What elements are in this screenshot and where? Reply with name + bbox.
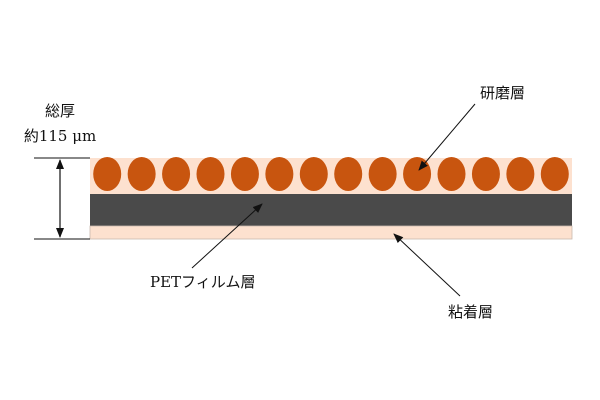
abrasive-grain [162, 157, 191, 191]
pet-film-layer [90, 194, 572, 226]
abrasive-layer-leader-arrow [418, 103, 476, 171]
abrasive-grain [403, 157, 432, 191]
abrasive-grain [127, 157, 156, 191]
abrasive-grain [471, 157, 500, 191]
adhesive-layer-leader-arrow [393, 233, 461, 297]
thickness-label-line2: 約115 μm [24, 127, 96, 145]
pet-film-layer-label: PETフィルム層 [150, 273, 255, 291]
abrasive-grain [230, 157, 259, 191]
abrasive-grain [93, 157, 122, 191]
abrasive-grain [437, 157, 466, 191]
abrasive-grain [334, 157, 363, 191]
abrasive-grain [265, 157, 294, 191]
adhesive-layer [89, 225, 573, 240]
abrasive-grain [299, 157, 328, 191]
abrasive-layer-label: 研磨層 [480, 84, 525, 102]
abrasive-grain [540, 157, 569, 191]
pet-film-layer-leader-arrow [191, 203, 263, 269]
thickness-label-line1: 総厚 [45, 102, 75, 120]
abrasive-grain [368, 157, 397, 191]
abrasive-grain [196, 157, 225, 191]
abrasive-grain [506, 157, 535, 191]
abrasive-grains [93, 157, 569, 191]
adhesive-layer-label: 粘着層 [448, 303, 493, 321]
